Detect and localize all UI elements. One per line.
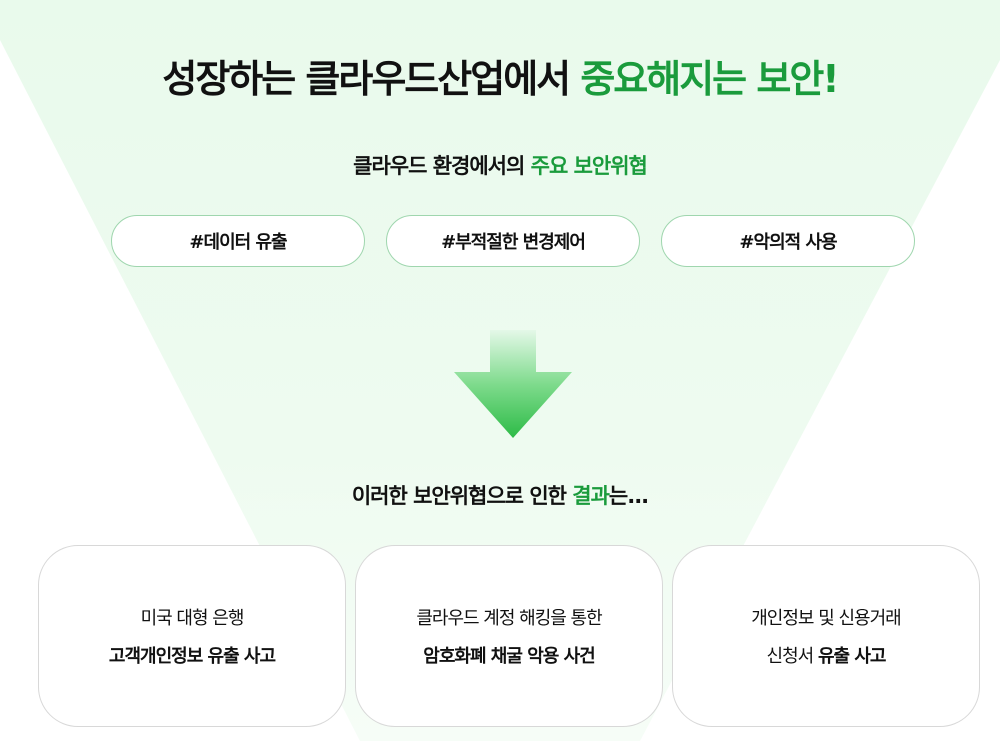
card-line2: 고객개인정보 유출 사고 (108, 646, 276, 667)
results-heading-text: 이러한 보안위협으로 인한 (351, 484, 573, 508)
result-card-crypto: 클라우드 계정 해킹을 통한 암호화폐 채굴 악용 사건 (355, 545, 663, 727)
card-line2: 신청서 유출 사고 (766, 642, 887, 668)
card-line2-normal: 신청서 (766, 646, 818, 667)
card-line2: 암호화폐 채굴 악용 사건 (423, 646, 595, 667)
title-highlight: 중요해지는 보안! (580, 57, 839, 101)
title-text: 성장하는 클라우드산업에서 (162, 57, 581, 101)
tag-malicious-use: #악의적 사용 (661, 215, 915, 267)
card-line1: 클라우드 계정 해킹을 통한 (416, 608, 602, 629)
result-card-credit: 개인정보 및 신용거래 신청서 유출 사고 (672, 545, 980, 727)
tag-improper-change-control: #부적절한 변경제어 (386, 215, 640, 267)
results-heading-suffix: 는... (608, 484, 649, 508)
results-heading-highlight: 결과 (572, 484, 610, 508)
down-arrow-icon (454, 330, 572, 438)
card-line2-bold: 유출 사고 (817, 646, 887, 667)
threats-heading-highlight: 주요 보안위협 (530, 154, 648, 178)
result-card-bank: 미국 대형 은행 고객개인정보 유출 사고 (38, 545, 346, 727)
card-line1: 개인정보 및 신용거래 (751, 608, 901, 629)
results-heading: 이러한 보안위협으로 인한 결과는... (0, 480, 1000, 510)
threats-heading: 클라우드 환경에서의 주요 보안위협 (0, 150, 1000, 180)
page-title: 성장하는 클라우드산업에서 중요해지는 보안! (0, 48, 1000, 103)
tag-data-leak: #데이터 유출 (111, 215, 365, 267)
card-line1: 미국 대형 은행 (140, 608, 245, 629)
threats-heading-text: 클라우드 환경에서의 (353, 154, 531, 178)
